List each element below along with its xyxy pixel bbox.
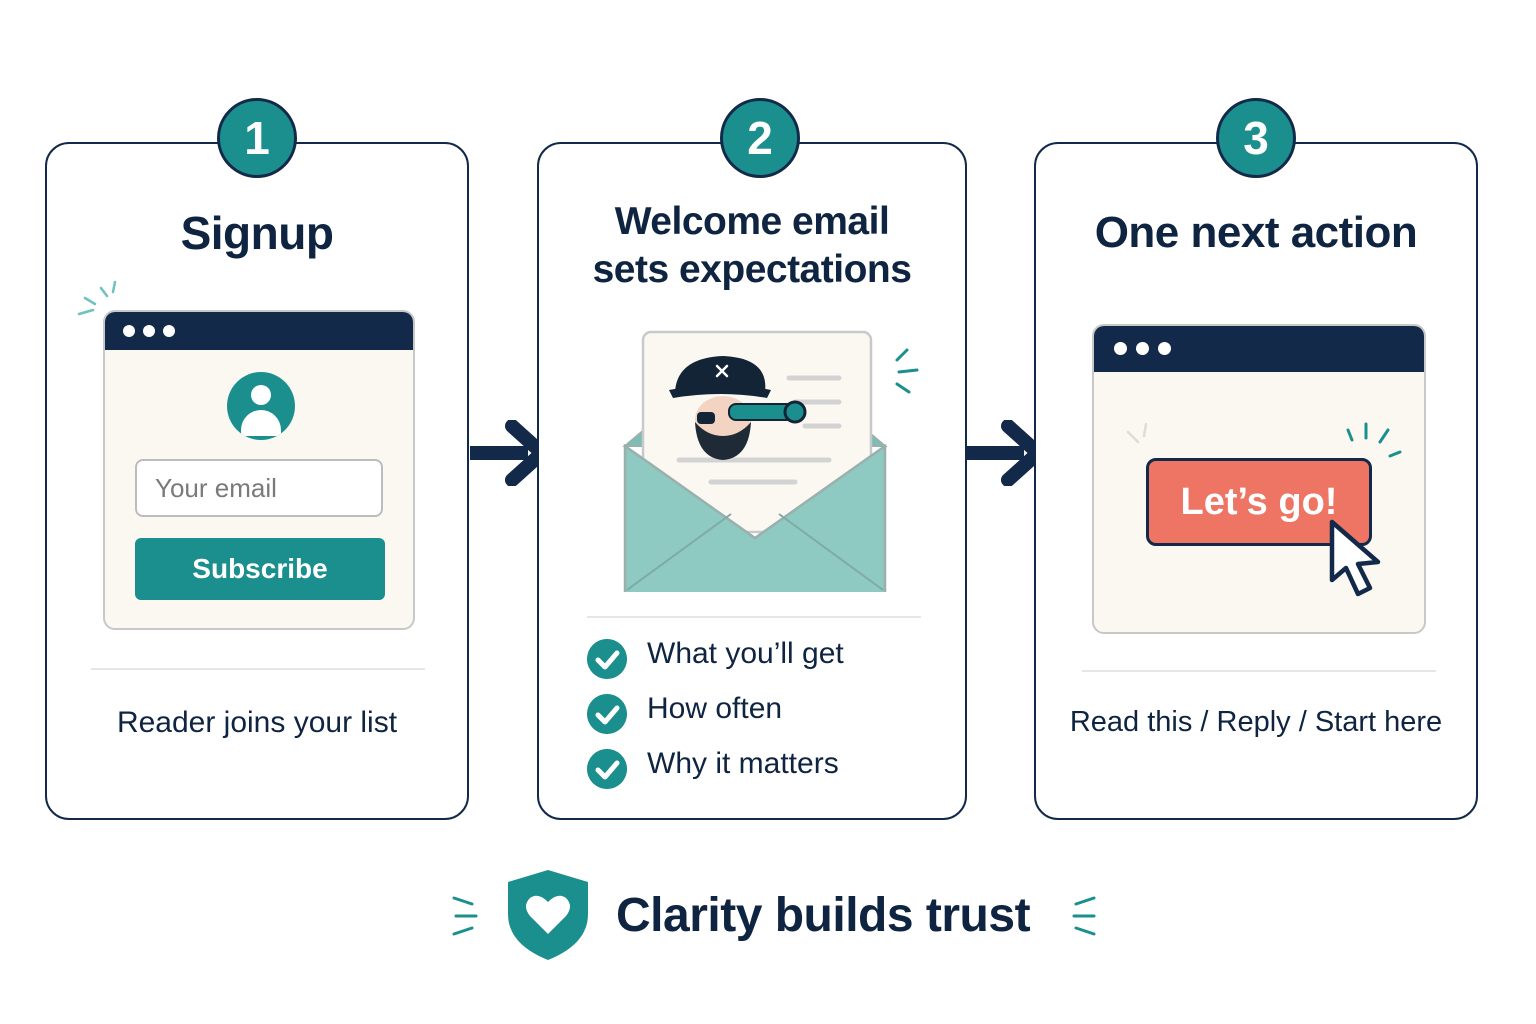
sparkle-icon: [1346, 422, 1402, 458]
browser-title-bar: [1094, 326, 1424, 372]
step-title-line: sets expectations: [592, 248, 912, 291]
user-icon: [227, 372, 295, 440]
step-card-welcome-email: Welcome email sets expectations: [537, 142, 967, 820]
window-dot: [1136, 342, 1149, 355]
step-title: Welcome email sets expectations: [539, 198, 965, 294]
window-dot: [123, 325, 135, 337]
window-dot: [143, 325, 155, 337]
signup-browser-window: Subscribe: [103, 310, 415, 630]
envelope-icon: [622, 330, 888, 592]
sparkle-icon: [1126, 422, 1148, 444]
checkmark-icon: [587, 694, 627, 734]
window-dot: [1114, 342, 1127, 355]
sparkle-icon: [1072, 896, 1096, 936]
divider: [587, 616, 921, 618]
sparkle-icon: [895, 348, 919, 394]
sparkle-icon: [77, 280, 117, 316]
subscribe-button[interactable]: Subscribe: [135, 538, 385, 600]
step-card-next-action: One next action Let’s go! Read: [1034, 142, 1478, 820]
divider: [91, 668, 425, 670]
step-caption: Read this / Reply / Start here: [1069, 706, 1443, 738]
checkmark-icon: [587, 639, 627, 679]
step-title-line: Welcome email: [614, 200, 890, 243]
checklist-label: How often: [647, 692, 783, 725]
window-dot: [163, 325, 175, 337]
cursor-icon: [1329, 519, 1381, 597]
email-input[interactable]: [135, 459, 383, 517]
checklist-label: Why it matters: [647, 747, 839, 780]
step-title: One next action: [1094, 208, 1418, 257]
step-number-badge: 1: [217, 98, 297, 178]
step-number-badge: 2: [720, 98, 800, 178]
window-dot: [1158, 342, 1171, 355]
action-browser-window: Let’s go!: [1092, 324, 1426, 634]
checklist-label: What you’ll get: [647, 637, 844, 670]
footer-tagline: Clarity builds trust: [616, 889, 1031, 942]
step-card-signup: Signup Subscribe Reader joins your list: [45, 142, 469, 820]
divider: [1082, 670, 1436, 672]
step-title: Signup: [180, 207, 334, 259]
pirate-icon: [669, 356, 807, 460]
shield-heart-icon: [508, 870, 588, 960]
sparkle-icon: [452, 896, 478, 936]
checkmark-icon: [587, 749, 627, 789]
step-caption: Reader joins your list: [116, 706, 398, 739]
step-number-badge: 3: [1216, 98, 1296, 178]
browser-title-bar: [105, 312, 413, 350]
